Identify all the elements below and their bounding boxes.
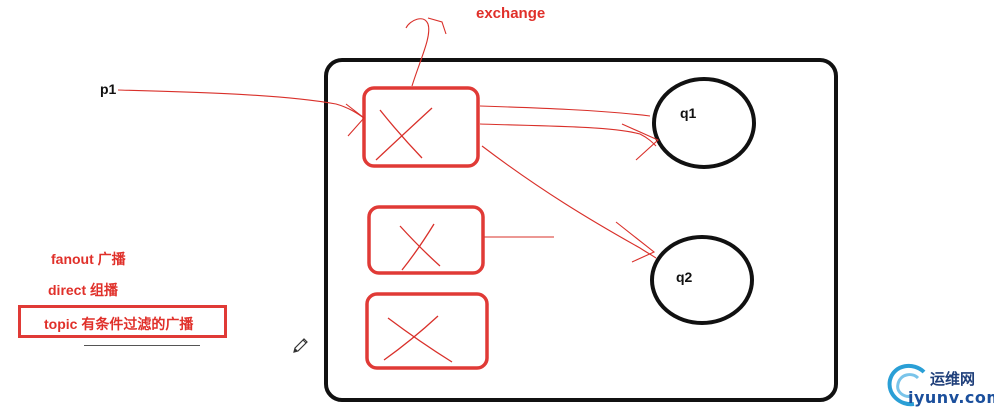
arrowhead-q2	[615, 221, 656, 263]
arrow-exchange-to-q1-a	[479, 105, 651, 117]
site-watermark: 运维网 iyunv.com	[880, 360, 994, 410]
queue-q2-circle	[650, 235, 754, 325]
q2-label: q2	[676, 269, 693, 285]
broker-container	[324, 58, 838, 402]
topic-label: topic 有条件过滤的广播	[44, 316, 194, 332]
arrowhead-q1	[621, 123, 659, 161]
direct-label: direct 组播	[48, 282, 119, 298]
watermark-url-text: iyunv.com	[908, 388, 994, 407]
p1-label: p1	[100, 81, 117, 97]
watermark-logo-icon	[887, 363, 926, 407]
arrow-exchange-label	[405, 18, 430, 87]
queue-q1-circle	[652, 77, 756, 169]
q1-label: q1	[680, 105, 697, 121]
arrowhead-p1	[345, 103, 365, 137]
exchange-box-2	[367, 205, 485, 275]
arrowhead-exchange-label	[427, 17, 447, 35]
watermark-cn-text: 运维网	[930, 370, 976, 388]
arrow-p1-to-exchange	[117, 89, 365, 119]
fanout-label: fanout 广播	[51, 251, 126, 267]
arrow-exchange-to-q1-b	[479, 123, 657, 147]
arrow-exchange-to-q2	[481, 145, 657, 259]
exchange-box-1	[362, 86, 480, 168]
underline-stroke	[84, 345, 200, 346]
pencil-icon	[293, 338, 308, 353]
exchange-label: exchange	[476, 5, 545, 22]
exchange-box-3	[365, 292, 489, 370]
topic-highlight-box	[18, 305, 227, 338]
